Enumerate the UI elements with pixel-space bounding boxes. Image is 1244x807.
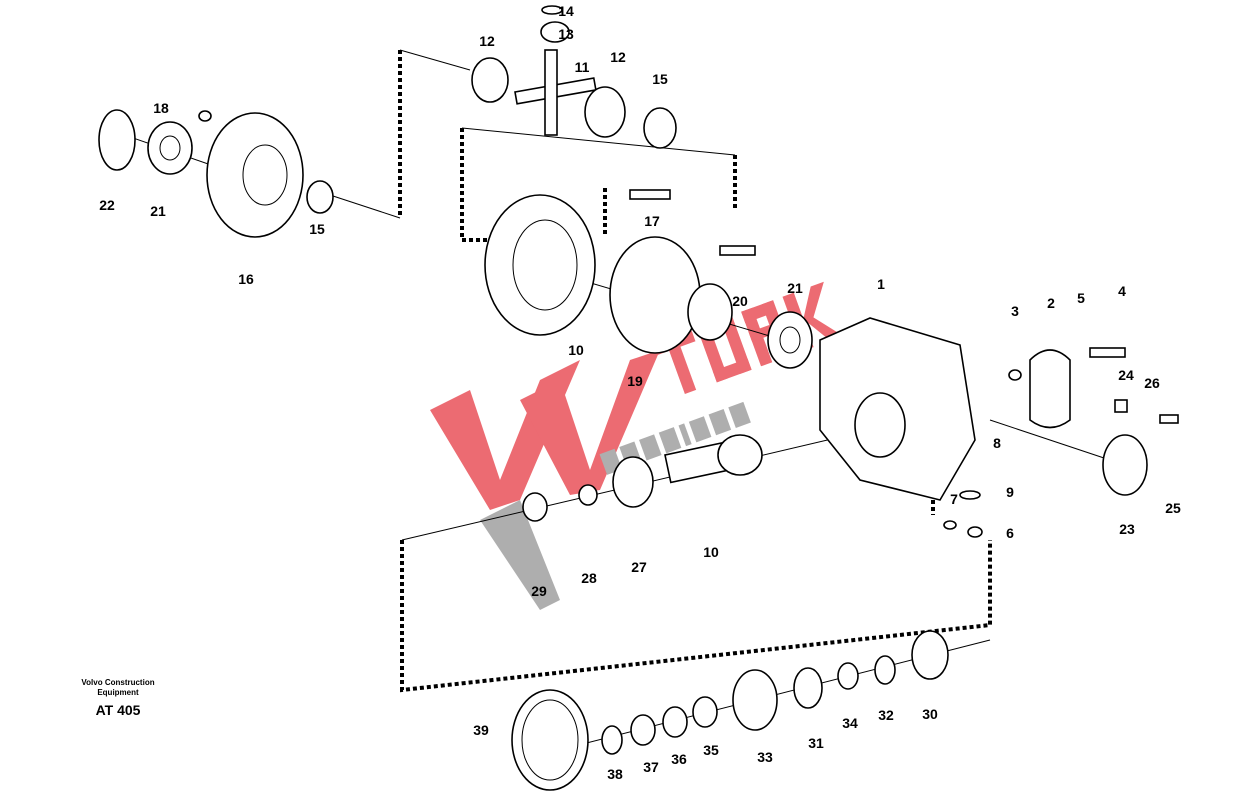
- callout: 21: [787, 280, 803, 296]
- dashed-connector: [400, 540, 992, 693]
- callout: 24: [1118, 367, 1134, 383]
- callout: 4: [1118, 283, 1126, 299]
- callout: 8: [993, 435, 1001, 451]
- callout: 20: [732, 293, 748, 309]
- callout: 28: [581, 570, 597, 586]
- callout-labels: 14 13 12 11 12 15 18 22 21 15 16 17 20 2…: [99, 3, 1181, 782]
- callout: 17: [644, 213, 660, 229]
- callout: 35: [703, 742, 719, 758]
- callout: 7: [950, 491, 958, 507]
- callout: 16: [238, 271, 254, 287]
- callout: 32: [878, 707, 894, 723]
- callout: 29: [531, 583, 547, 599]
- callout: 34: [842, 715, 858, 731]
- dashed-connector: [460, 128, 497, 242]
- callout: 11: [575, 59, 590, 75]
- callout: 30: [922, 706, 938, 722]
- callout: 3: [1011, 303, 1019, 319]
- callout: 12: [479, 33, 495, 49]
- callout: 14: [558, 3, 574, 19]
- callout: 18: [153, 100, 169, 116]
- callout: 19: [627, 373, 643, 389]
- callout: 10: [703, 544, 719, 560]
- callout: 31: [808, 735, 824, 751]
- callout: 5: [1077, 290, 1085, 306]
- callout: 37: [643, 759, 659, 775]
- callout: 39: [473, 722, 489, 738]
- callout: 22: [99, 197, 115, 213]
- callout: 13: [558, 26, 574, 42]
- callout: 9: [1006, 484, 1014, 500]
- callout: 15: [652, 71, 668, 87]
- diagram-footer: Volvo Construction Equipment AT 405: [70, 678, 166, 718]
- callout: 36: [671, 751, 687, 767]
- callout: 10: [568, 342, 584, 358]
- brand-line-1: Volvo Construction: [81, 678, 155, 687]
- callout: 2: [1047, 295, 1055, 311]
- callout: 38: [607, 766, 623, 782]
- brand-line-2: Equipment: [97, 688, 139, 697]
- callout: 25: [1165, 500, 1181, 516]
- callout: 33: [757, 749, 773, 765]
- callout: 27: [631, 559, 647, 575]
- callout: 6: [1006, 525, 1014, 541]
- callout: 12: [610, 49, 626, 65]
- callout: 21: [150, 203, 166, 219]
- part-shapes: [98, 5, 1179, 791]
- callout: 26: [1144, 375, 1160, 391]
- callout: 1: [877, 276, 885, 292]
- callout: 15: [309, 221, 325, 237]
- diagram-code: AT 405: [95, 702, 141, 718]
- callout: 23: [1119, 521, 1135, 537]
